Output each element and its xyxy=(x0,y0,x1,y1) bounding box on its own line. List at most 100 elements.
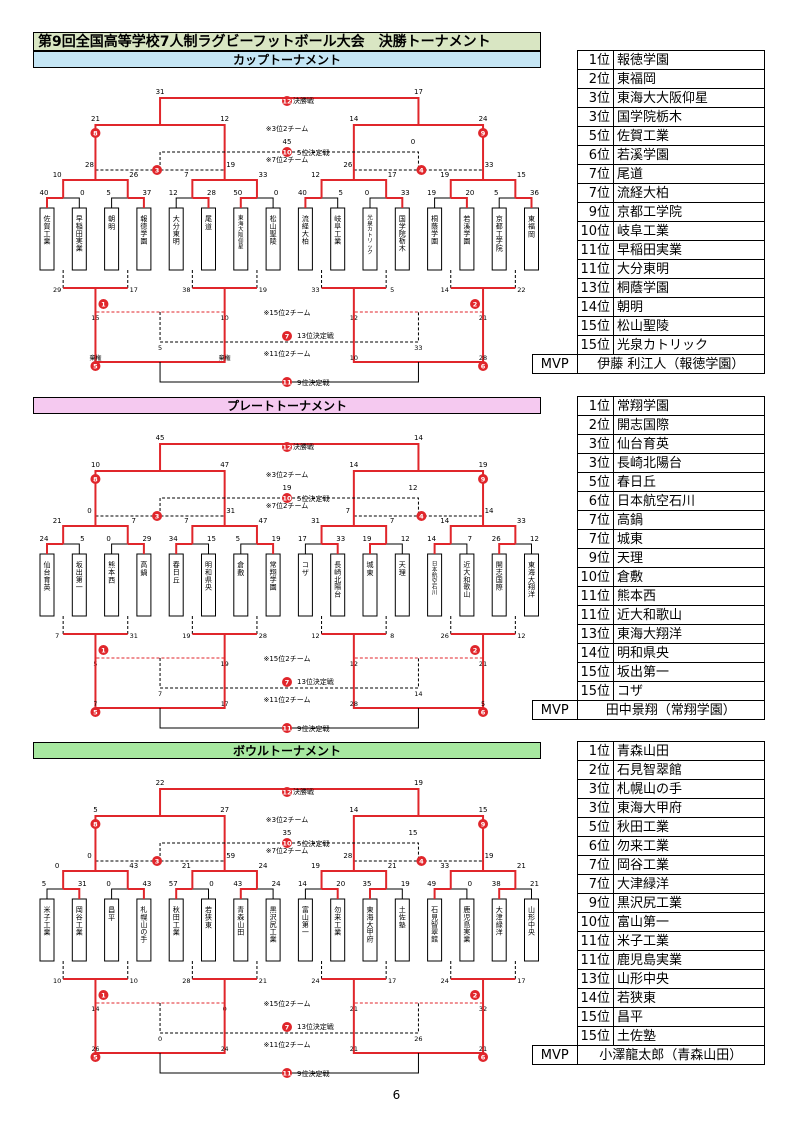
mvp-name: 伊藤 利江人（報徳学園） xyxy=(576,354,766,374)
rank: 2位 xyxy=(576,69,615,89)
spacer xyxy=(533,241,578,260)
score: 0 xyxy=(365,189,369,197)
bracket-line xyxy=(62,179,129,198)
match-number-marker xyxy=(416,856,427,866)
final-label: 決勝戦 xyxy=(293,442,314,451)
school-name: 青森山田 xyxy=(613,741,766,761)
score: 19 xyxy=(283,484,292,492)
team-name: 仙台育英 xyxy=(44,560,51,592)
rank: 7位 xyxy=(576,164,615,184)
score: 14 xyxy=(349,806,358,814)
team-name: 日本航空石川 xyxy=(432,561,438,597)
match-number: 12 xyxy=(282,789,291,797)
match-number-marker xyxy=(282,838,292,848)
match-number: 4 xyxy=(419,858,424,866)
rank: 1位 xyxy=(576,396,615,416)
bracket-line xyxy=(515,888,532,899)
mvp-name: 田中景翔（常翔学園） xyxy=(576,700,766,720)
score: 19 xyxy=(427,189,436,197)
result-row: 13位東海大翔洋 xyxy=(533,624,766,644)
rank: 3位 xyxy=(576,453,615,473)
rank: 10位 xyxy=(576,221,615,241)
rank: 3位 xyxy=(576,434,615,454)
spacer xyxy=(533,454,578,473)
school-name: 昌平 xyxy=(613,1007,766,1027)
score: 5 xyxy=(390,286,394,294)
team-name: 石見智翠館 xyxy=(431,906,438,944)
spacer xyxy=(533,549,578,568)
result-row: 15位昌平 xyxy=(533,1007,766,1027)
score: 19 xyxy=(272,535,281,543)
bracket-line xyxy=(191,525,258,544)
bracket-line xyxy=(111,197,128,208)
rank: 9位 xyxy=(576,893,615,913)
match-number-marker xyxy=(282,723,292,733)
match-number: 9 xyxy=(481,130,486,138)
team-name: 秋田工業 xyxy=(173,905,180,937)
score: 15 xyxy=(479,806,488,814)
result-row: 15位光泉カトリック xyxy=(533,335,766,355)
bracket-line xyxy=(433,888,451,899)
result-row: 9位天理 xyxy=(533,548,766,568)
bracket-line xyxy=(175,197,193,208)
score: 43 xyxy=(233,880,242,888)
score: 33 xyxy=(440,862,449,870)
score: 27 xyxy=(220,806,229,814)
team-name: 国学院栃木 xyxy=(399,215,406,253)
score: 26 xyxy=(492,535,501,543)
score: 29 xyxy=(142,535,151,543)
team-name: 朝明 xyxy=(108,215,115,231)
result-row: 5位春日丘 xyxy=(533,472,766,492)
bowl-tournament-header: ボウルトーナメント xyxy=(33,742,541,759)
result-row: 2位開志国際 xyxy=(533,415,766,435)
team-name: 米子工業 xyxy=(44,905,51,937)
fifteenth-note: ※15位2チーム xyxy=(263,308,310,317)
score: 33 xyxy=(485,161,494,169)
result-row: 7位城東 xyxy=(533,529,766,549)
score: 22 xyxy=(517,286,525,294)
spacer xyxy=(533,336,578,355)
bracket-line xyxy=(320,179,388,198)
score: 7 xyxy=(55,632,59,640)
score: 19 xyxy=(401,880,410,888)
team-name: 流経大柏 xyxy=(302,214,309,246)
spacer xyxy=(533,492,578,511)
score: 28 xyxy=(85,161,94,169)
score: 5 xyxy=(106,189,110,197)
spacer xyxy=(533,416,578,435)
match-number: 2 xyxy=(473,992,478,1000)
result-row: 7位高鍋 xyxy=(533,510,766,530)
bracket-line xyxy=(191,870,258,889)
rank: 6位 xyxy=(576,491,615,511)
thirteenth-label: 13位決定戦 xyxy=(297,331,334,340)
score: 14 xyxy=(485,507,494,515)
team-name: 城東 xyxy=(367,561,374,577)
spacer xyxy=(533,818,578,837)
rank: 15位 xyxy=(576,662,615,682)
bracket-line xyxy=(369,543,387,554)
school-name: 佐賀工業 xyxy=(613,126,766,146)
bracket-line xyxy=(192,888,209,899)
match-number: 11 xyxy=(282,1070,292,1078)
bracket-line xyxy=(240,543,257,554)
bracket-line xyxy=(192,543,209,554)
bracket-line xyxy=(320,870,388,889)
match-number: 9 xyxy=(481,821,486,829)
match-number-marker xyxy=(470,990,481,1000)
match-number-marker xyxy=(478,707,489,717)
score: 37 xyxy=(142,189,151,197)
seventh-note: ※7位2チーム xyxy=(266,501,309,510)
team-name: 常翔学園 xyxy=(270,560,277,592)
score: 5 xyxy=(158,344,162,352)
spacer xyxy=(533,568,578,587)
fifth-label: 5位決定戦 xyxy=(297,494,329,503)
score: 21 xyxy=(259,977,267,985)
match-number-marker xyxy=(282,1022,292,1032)
spacer xyxy=(533,511,578,530)
result-row: 10位富山第一 xyxy=(533,912,766,932)
score: 38 xyxy=(492,880,501,888)
score: 33 xyxy=(336,535,345,543)
rank: 7位 xyxy=(576,855,615,875)
spacer xyxy=(533,51,578,70)
